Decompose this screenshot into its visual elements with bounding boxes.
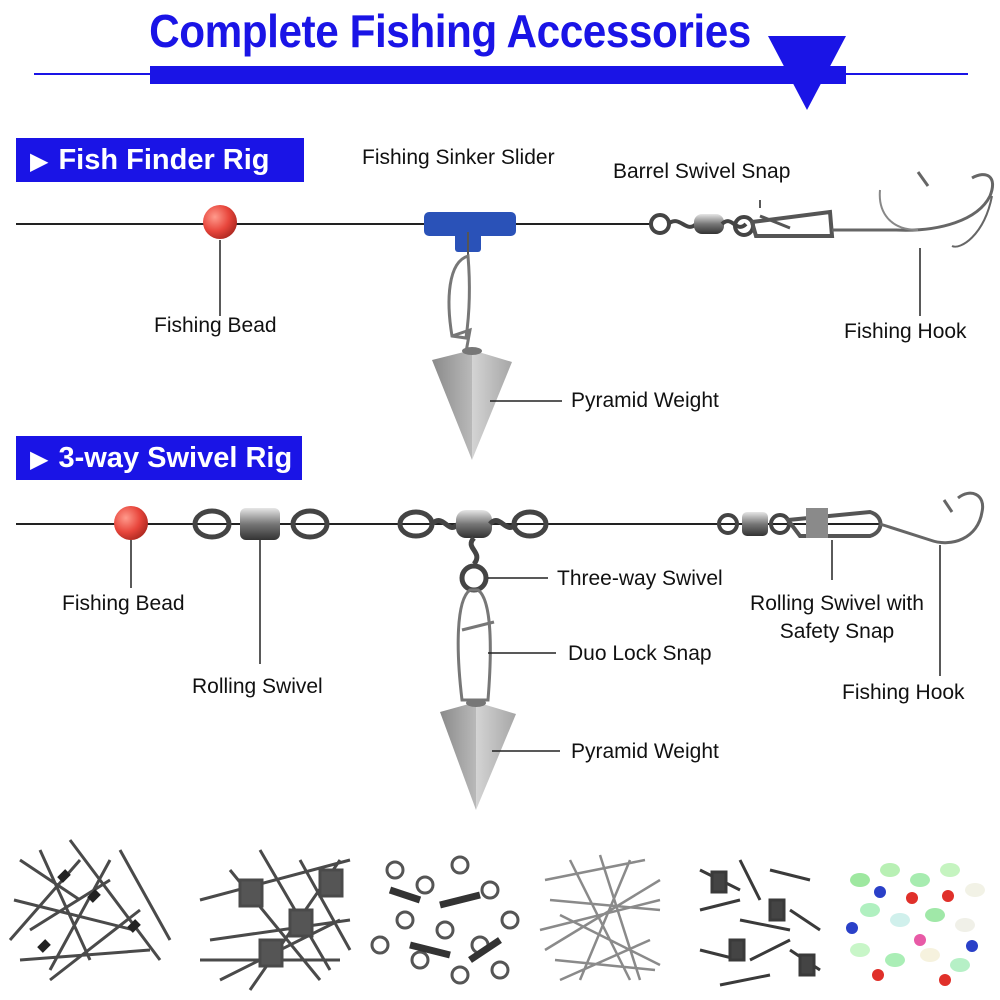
product-image-barrel-swivel-snaps <box>8 839 172 982</box>
barrel-swivel-snap-icon <box>649 209 835 238</box>
label-rolling-swivel: Rolling Swivel <box>192 675 323 698</box>
rolling-swivel-icon <box>192 508 330 540</box>
fishing-bead-icon <box>203 205 237 239</box>
rig-title-label: Fish Finder Rig <box>58 144 270 176</box>
three-way-swivel-rig-drawing <box>16 491 985 810</box>
product-image-rolling-swivel-snaps <box>199 849 352 991</box>
sinker-slider-icon <box>424 212 516 260</box>
rig-title-three-way: ▶ 3-way Swivel Rig <box>16 436 302 480</box>
pyramid-weight-icon <box>432 347 512 460</box>
rolling-swivel-safety-snap-icon <box>717 508 883 538</box>
label-three-way-swivel: Three-way Swivel <box>557 567 723 590</box>
label-pyramid-weight: Pyramid Weight <box>571 389 719 412</box>
rig-title-label: 3-way Swivel Rig <box>58 442 293 474</box>
duo-lock-snap-icon <box>456 588 495 702</box>
label-line: Safety Snap <box>779 620 895 643</box>
product-image-three-way-swivels <box>370 855 520 985</box>
page-title: Complete Fishing Accessories <box>149 5 751 57</box>
rig-title-fish-finder: ▶ Fish Finder Rig <box>16 138 304 182</box>
product-image-glow-beads <box>846 863 985 986</box>
fishing-bead-icon <box>114 506 148 540</box>
product-image-rolling-swivels <box>699 859 821 987</box>
label-barrel-swivel-snap: Barrel Swivel Snap <box>613 160 791 183</box>
label-fishing-hook: Fishing Hook <box>844 320 967 343</box>
label-fishing-bead: Fishing Bead <box>154 314 277 337</box>
snap-icon <box>447 254 471 340</box>
label-fishing-bead: Fishing Bead <box>62 592 185 615</box>
pyramid-weight-icon <box>440 699 516 810</box>
fishing-hook-icon <box>832 171 995 248</box>
fishing-hook-icon <box>879 491 985 545</box>
label-line: Rolling Swivel with <box>750 592 924 615</box>
triangle-marker-icon <box>768 36 846 110</box>
label-fishing-hook: Fishing Hook <box>842 681 965 704</box>
label-rolling-swivel-safety-snap: Rolling Swivel with Safety Snap <box>736 592 938 644</box>
play-triangle-icon: ▶ <box>30 446 49 473</box>
play-triangle-icon: ▶ <box>30 148 49 175</box>
label-fishing-sinker-slider: Fishing Sinker Slider <box>362 146 555 169</box>
header-decoration <box>34 36 968 110</box>
label-duo-lock-snap: Duo Lock Snap <box>568 642 712 665</box>
fish-finder-rig-drawing <box>16 171 995 460</box>
three-way-swivel-icon <box>397 509 549 593</box>
product-image-duo-lock-snaps <box>539 854 661 982</box>
label-pyramid-weight: Pyramid Weight <box>571 740 719 763</box>
